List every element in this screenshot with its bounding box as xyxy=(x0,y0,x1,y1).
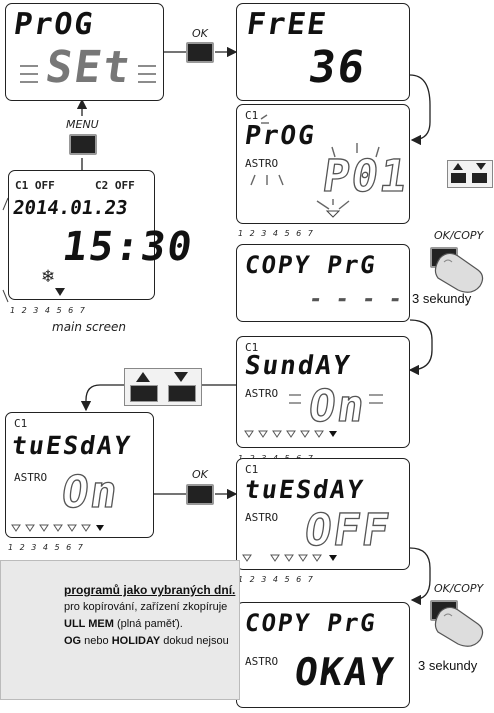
main-date: 2014.01.23 xyxy=(12,199,129,218)
lcd-main-screen: C1 OFF C2 OFF 2014.01.23 15:30 ❄ xyxy=(8,170,155,300)
day-arrows xyxy=(237,459,411,571)
lcd-prog-p01: C1 PrOG ASTRO P01 xyxy=(236,104,410,224)
note-box: programů jako vybraných dní. pro kopírov… xyxy=(0,560,240,700)
lcd-p01-days: 1 2 3 4 5 6 7 xyxy=(238,229,315,238)
up-arrow-icon[interactable] xyxy=(136,372,150,382)
copy-prg-dashes: - - - - xyxy=(307,289,403,311)
menu-button[interactable] xyxy=(69,134,97,155)
ok-button-2[interactable] xyxy=(186,484,214,505)
updown-buttons-right[interactable] xyxy=(447,160,493,188)
ok-button[interactable] xyxy=(186,42,214,63)
note-line-3: ULL MEM (plná paměť). xyxy=(64,618,183,630)
day-arrows xyxy=(6,413,155,539)
lcd-copy-okay: COPY PrG ASTRO OKAY xyxy=(236,602,410,708)
tue-off-days: 1 2 3 4 5 6 7 xyxy=(238,575,315,584)
day-arrows xyxy=(237,337,411,449)
lcd-free-value: 36 xyxy=(306,46,369,90)
snowflake-icon: ❄ xyxy=(41,267,55,287)
lcd-sunday: C1 SundAY ASTRO On xyxy=(236,336,410,448)
hold-3s-label-2: 3 sekundy xyxy=(418,658,477,673)
blink-marks xyxy=(237,105,411,225)
lcd-free-top: FrEE xyxy=(245,10,329,40)
arrow-free-to-prog xyxy=(410,75,430,140)
note-line-2: pro kopírování, zařízení zkopíruje xyxy=(64,601,227,613)
note-line-4: OG nebo HOLIDAY dokud nejsou xyxy=(64,635,229,647)
lcd-prog-set: PrOG SEt xyxy=(5,3,164,101)
hold-3s-label-1: 3 sekundy xyxy=(412,291,471,306)
down-arrow-icon[interactable] xyxy=(476,163,486,170)
main-days: 1 2 3 4 5 6 7 xyxy=(10,306,87,315)
note-line-1: programů jako vybraných dní. xyxy=(64,583,235,597)
lcd-copy-prg: COPY PrG - - - - xyxy=(236,244,410,322)
down-arrow-icon[interactable] xyxy=(174,372,188,382)
copy-okay-mode: ASTRO xyxy=(245,655,278,668)
ok-button-label: OK xyxy=(192,27,208,40)
main-c2: C2 OFF xyxy=(95,179,135,192)
arrow-off-to-okay xyxy=(410,548,430,600)
main-c1: C1 OFF xyxy=(15,179,55,192)
blink-marks xyxy=(6,4,165,102)
up-arrow-icon[interactable] xyxy=(453,163,463,170)
lcd-tuesday-on: C1 tuESdAY ASTRO On xyxy=(5,412,154,538)
arrow-updown-to-tuesday xyxy=(86,385,124,410)
tue-on-days: 1 2 3 4 5 6 7 xyxy=(8,543,85,552)
lcd-tuesday-off: C1 tuESdAY ASTRO OFF xyxy=(236,458,410,570)
ok-button-2-label: OK xyxy=(192,468,208,481)
day-marker-icon xyxy=(55,288,65,296)
copy-okay-text: COPY PrG xyxy=(243,611,378,635)
arrow-copy-to-sunday xyxy=(410,320,432,370)
main-time: 15:30 xyxy=(60,227,196,267)
main-screen-caption: main screen xyxy=(52,320,126,334)
copy-prg-text: COPY PrG xyxy=(243,253,378,277)
copy-okay-value: OKAY xyxy=(292,653,397,691)
menu-button-label: MENU xyxy=(66,118,99,131)
updown-buttons-middle[interactable] xyxy=(124,368,202,406)
finger-press-icon xyxy=(418,594,488,654)
lcd-free: FrEE 36 xyxy=(236,3,410,101)
